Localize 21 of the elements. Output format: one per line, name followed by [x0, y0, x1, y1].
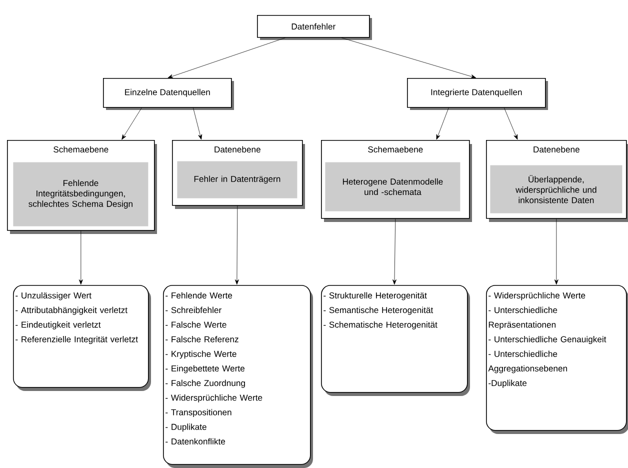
list-box: - Widersprüchliche Werte - Unterschiedliche Repräsentationen - Unterschiedliche Genauigkeit - Unterschiedliche Aggregationsebenen -Duplikate [486, 285, 628, 434]
arrow [392, 218, 396, 285]
arrow [122, 108, 142, 140]
list-box: - Strukturelle Heterogenität - Semantische Heterogenität - Schematische Heterogenität [321, 285, 470, 396]
arrow [78, 230, 83, 285]
category-box: Einzelne Datenquellen [103, 78, 234, 110]
description-band: Überlappende, widersprüchliche und inkonsistente Daten [490, 165, 622, 214]
description-band: Fehlende Integritätsbedingungen, schlechtes Schema Design [13, 162, 148, 226]
arrow [341, 38, 476, 78]
description-band: Heterogene Datenmodelle und -schemata [325, 162, 460, 212]
arrow [234, 206, 239, 285]
arrow [168, 38, 286, 78]
arrow [192, 108, 202, 140]
arrow [436, 108, 449, 140]
arrow [554, 218, 558, 285]
category-box: Datenfehler [257, 15, 372, 40]
arrow [504, 108, 518, 140]
list-box: - Unzulässiger Wert - Attributabhängigkeit verletzt - Eindeutigkeit verletzt - Referenzielle Integrität verletzt [13, 285, 151, 391]
description-band: Fehler in Datenträgern [177, 161, 298, 198]
category-box: Integrierte Datenquellen [407, 78, 548, 110]
list-box: - Fehlende Werte - Schreibfehler - Falsche Werte - Falsche Referenz - Kryptische Werte - Eingebettete Werte - Falsche Zuordnung - Widersprüchliche Werte - Transpositionen - Duplikate - Datenkonflikte [163, 285, 313, 468]
